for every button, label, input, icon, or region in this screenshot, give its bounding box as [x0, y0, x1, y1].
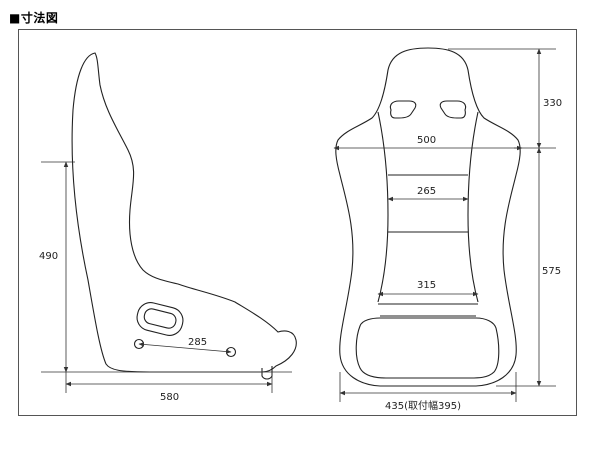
dim-width-315: 315	[417, 280, 436, 291]
seat-inner-right-edge	[467, 111, 479, 303]
front-dimensions	[333, 48, 556, 402]
dim-mount-spacing: 285	[188, 337, 207, 348]
harness-slot-inner	[143, 308, 177, 329]
harness-slot-left	[389, 100, 417, 119]
seat-front-outline	[335, 47, 521, 387]
dim-base-width: 435(取付幅395)	[385, 399, 461, 412]
dim-side-length: 580	[160, 392, 179, 403]
harness-slot	[136, 302, 184, 336]
seat-side-outline	[71, 52, 297, 373]
seat-side-view	[71, 52, 297, 380]
dim-shoulder-width: 500	[417, 135, 436, 146]
side-dimensions	[41, 161, 292, 393]
dim-lower-height: 575	[542, 266, 561, 277]
dim-width-265: 265	[417, 186, 436, 197]
drawing-frame	[18, 29, 577, 416]
seat-cushion	[355, 317, 500, 379]
seat-front-view	[335, 47, 521, 387]
dim-top-height: 330	[543, 98, 562, 109]
dim-side-height: 490	[39, 251, 58, 262]
harness-slot-right	[439, 100, 467, 119]
page-title: ■寸法図	[9, 11, 59, 25]
seat-mount-foot	[261, 366, 273, 380]
seat-inner-left-edge	[377, 111, 389, 303]
